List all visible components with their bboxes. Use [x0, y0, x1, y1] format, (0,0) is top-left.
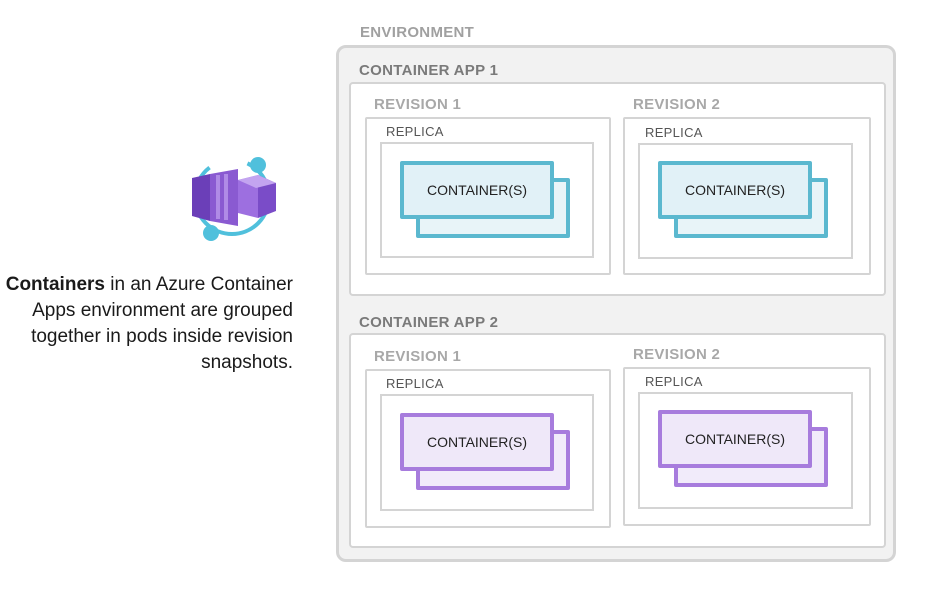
app2-revision-2-label: REVISION 2: [633, 346, 721, 363]
app2-revision-1-label: REVISION 1: [374, 348, 462, 365]
description-caption: Containers in an Azure Container Apps en…: [3, 272, 293, 376]
app2-rev1-container: CONTAINER(S): [400, 413, 554, 471]
app2-rev2-replica-label: REPLICA: [645, 374, 703, 389]
app2-rev2-container: CONTAINER(S): [658, 410, 812, 468]
environment-label: ENVIRONMENT: [360, 24, 475, 41]
caption-text: in an Azure Container Apps environment a…: [31, 274, 293, 373]
azure-container-apps-icon: [186, 153, 278, 243]
app1-rev2-replica-label: REPLICA: [645, 125, 703, 140]
app1-rev2-container: CONTAINER(S): [658, 161, 812, 219]
container-app-2-label: CONTAINER APP 2: [359, 314, 499, 331]
caption-bold: Containers: [5, 274, 105, 295]
app1-revision-2-label: REVISION 2: [633, 96, 721, 113]
app1-rev1-replica-label: REPLICA: [386, 124, 444, 139]
app1-revision-1-label: REVISION 1: [374, 96, 462, 113]
app1-rev1-container: CONTAINER(S): [400, 161, 554, 219]
container-app-1-label: CONTAINER APP 1: [359, 62, 499, 79]
app2-rev1-replica-label: REPLICA: [386, 376, 444, 391]
